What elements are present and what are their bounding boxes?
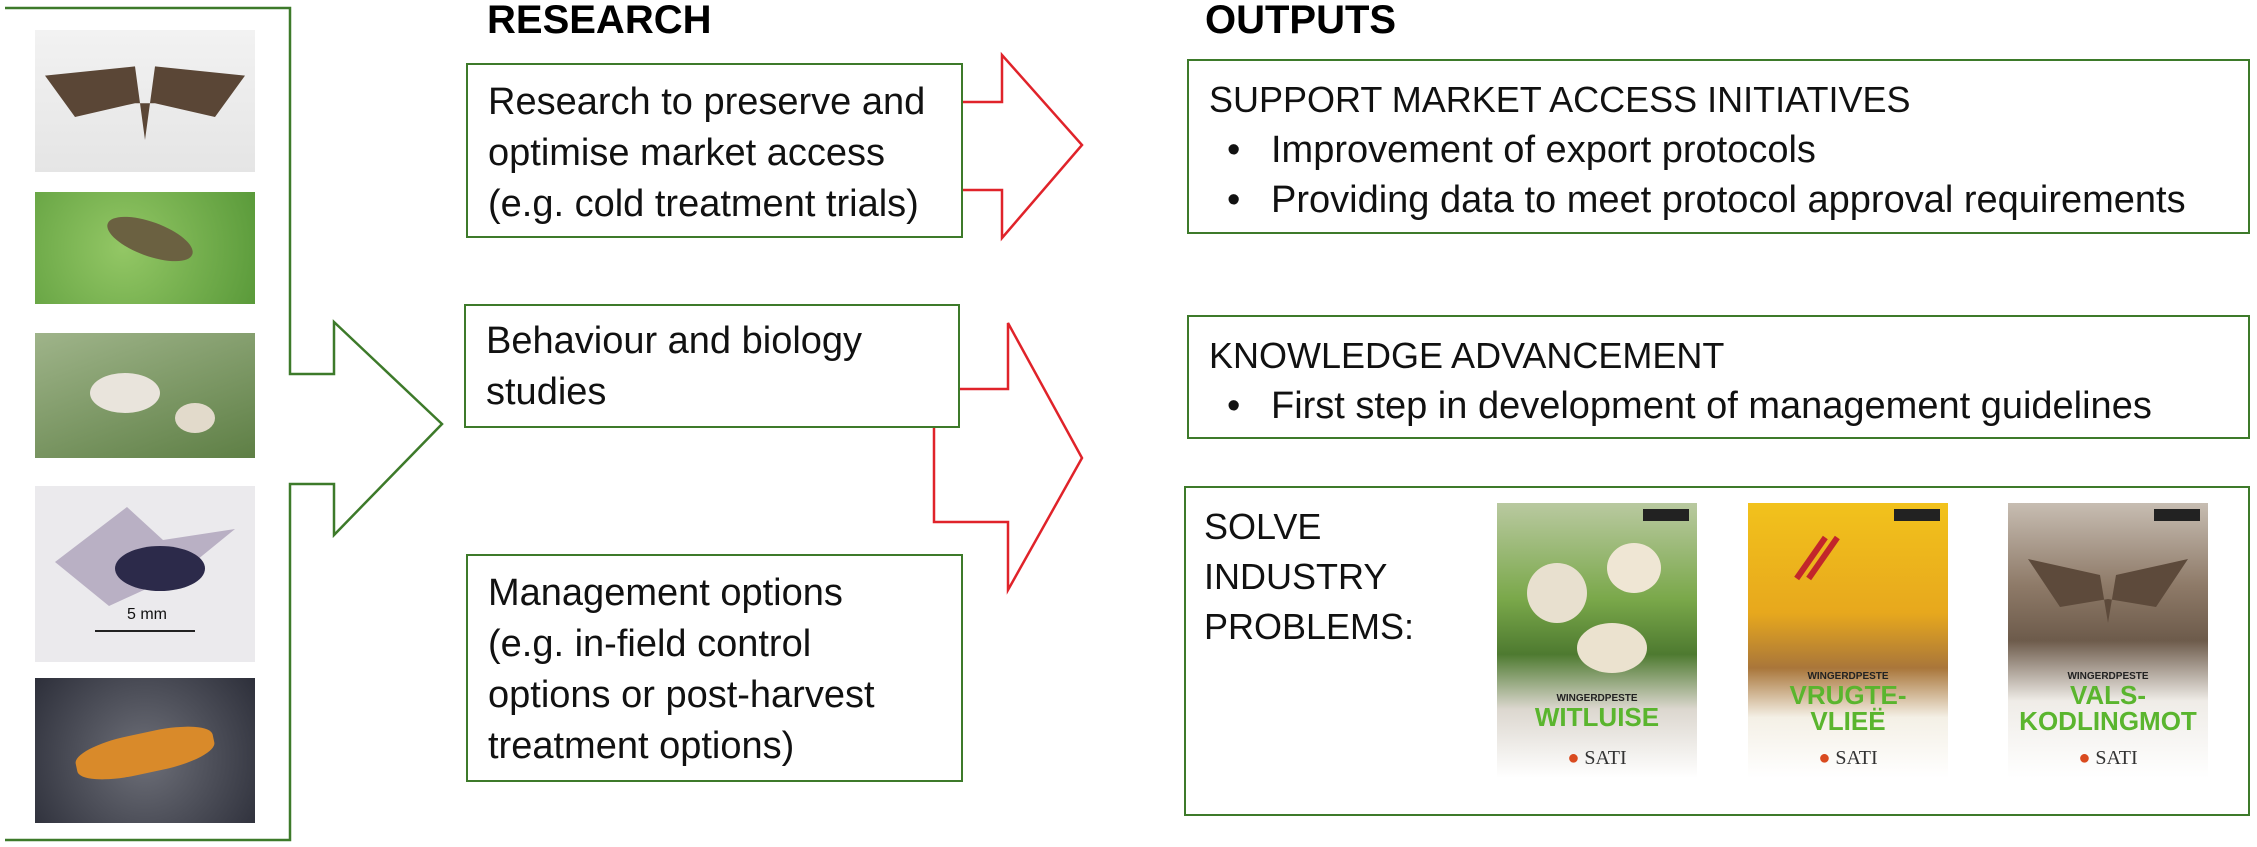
scale-label: 5 mm: [127, 606, 167, 623]
research-box-line: (e.g. in-field control: [488, 623, 812, 665]
outputs-heading: OUTPUTS: [1205, 0, 1397, 42]
research-box-market-access: Research to preserve and optimise market…: [466, 63, 963, 238]
weevil-icon: [101, 207, 199, 271]
fruit-fly-photo: 5 mm: [35, 486, 255, 662]
booklet-title: VALS-: [2069, 680, 2147, 710]
booklet-title: VLIEË: [1810, 706, 1886, 736]
mealybug-shape: [1577, 623, 1647, 673]
sati-logo-text: SATI: [1835, 747, 1878, 769]
research-box-line: optimise market access: [488, 132, 886, 174]
booklet-title: KODLINGMOT: [2019, 706, 2197, 736]
sati-logo-text: SATI: [1584, 747, 1627, 769]
mealybug-shape: [1607, 543, 1661, 593]
bullet-item: Improvement of export protocols: [1209, 125, 2248, 175]
scale-bar: [95, 630, 195, 632]
larva-photo: [35, 678, 255, 823]
output-bullet-list: Improvement of export protocols Providin…: [1209, 125, 2248, 225]
research-box-line: studies: [486, 371, 607, 413]
research-box-line: Research to preserve and: [488, 81, 926, 123]
solve-title-line: INDUSTRY: [1204, 556, 1388, 597]
research-box-management: Management options (e.g. in-field contro…: [466, 554, 963, 782]
bullet-item: Providing data to meet protocol approval…: [1209, 175, 2248, 225]
mealybug-icon: [175, 403, 215, 433]
solve-title: SOLVE INDUSTRY PROBLEMS:: [1204, 502, 1414, 652]
moth-shape: [2028, 559, 2188, 623]
output-box-knowledge: KNOWLEDGE ADVANCEMENT First step in deve…: [1187, 315, 2250, 439]
research-box-behaviour: Behaviour and biology studies: [464, 304, 960, 428]
sati-logo: ● SATI: [2078, 747, 2138, 769]
bullet-item: First step in development of management …: [1209, 381, 2248, 431]
solve-title-line: SOLVE: [1204, 506, 1322, 547]
moth-photo: [35, 30, 255, 172]
booklet-vrugtevliee: WINGERDPESTE VRUGTE- VLIEË ● SATI: [1748, 503, 1948, 778]
red-arrow-bottom: [932, 322, 1084, 595]
booklet-subtitle: WINGERDPESTE: [1807, 671, 1889, 682]
research-box-line: (e.g. cold treatment trials): [488, 183, 919, 225]
booklet-title: WITLUISE: [1534, 702, 1660, 732]
research-heading: RESEARCH: [487, 0, 712, 42]
mealybug-shape: [1527, 563, 1587, 623]
output-title: SUPPORT MARKET ACCESS INITIATIVES: [1209, 79, 1911, 120]
sati-logo: ● SATI: [1818, 747, 1878, 769]
mealybug-photo: [35, 333, 255, 458]
booklet-subtitle: WINGERDPESTE: [1556, 693, 1638, 704]
larva-icon: [72, 718, 218, 788]
output-title: KNOWLEDGE ADVANCEMENT: [1209, 335, 1725, 376]
sati-logo: ● SATI: [1567, 747, 1627, 769]
weevil-photo: [35, 192, 255, 304]
sati-logo-text: SATI: [2095, 747, 2138, 769]
research-box-line: treatment options): [488, 725, 795, 767]
booklet-subtitle: WINGERDPESTE: [2067, 671, 2149, 682]
research-box-line: Behaviour and biology: [486, 320, 863, 362]
output-bullet-list: First step in development of management …: [1209, 381, 2248, 431]
red-arrow-top: [942, 51, 1084, 242]
green-bracket-arrow: [5, 6, 444, 842]
booklet-title: VRUGTE-: [1789, 680, 1907, 710]
research-box-line: Management options: [488, 572, 843, 614]
fruit-fly-body-icon: [115, 546, 205, 591]
booklet-tag: [1643, 509, 1689, 521]
booklet-tag: [2154, 509, 2200, 521]
output-box-market-access: SUPPORT MARKET ACCESS INITIATIVES Improv…: [1187, 59, 2250, 234]
research-box-line: options or post-harvest: [488, 674, 875, 716]
moth-icon: [45, 66, 245, 140]
solve-title-line: PROBLEMS:: [1204, 606, 1415, 647]
booklet-witluise: WINGERDPESTE WITLUISE ● SATI: [1497, 503, 1697, 778]
booklet-tag: [1894, 509, 1940, 521]
mealybug-icon: [90, 373, 160, 413]
booklet-valskodlingmot: WINGERDPESTE VALS- KODLINGMOT ● SATI: [2008, 503, 2208, 778]
